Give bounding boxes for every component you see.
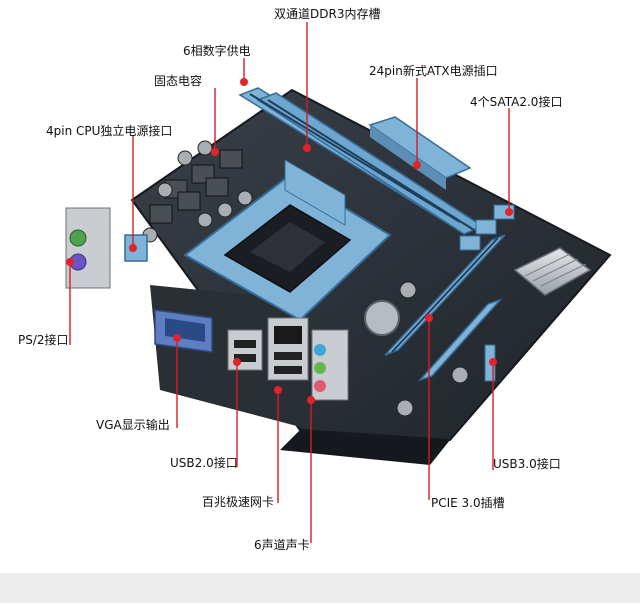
- bottom-strip: [0, 573, 640, 603]
- rear-io-stack: [227, 317, 349, 401]
- vrm-area: [142, 140, 253, 243]
- label-capacitor: 固态电容: [154, 74, 203, 88]
- ddr3-slots: [238, 87, 484, 235]
- ps2-port: [65, 207, 111, 289]
- label-lan: 百兆极速网卡: [202, 495, 275, 509]
- label-phase: 6相数字供电: [183, 44, 251, 58]
- label-audio: 6声道声卡: [254, 538, 310, 552]
- cmos-battery: [364, 300, 400, 336]
- label-usb2: USB2.0接口: [170, 456, 238, 470]
- label-ddr3: 双通道DDR3内存槽: [274, 7, 381, 21]
- label-pcie: PCIE 3.0插槽: [431, 496, 505, 510]
- cpu-socket-assembly: [183, 159, 392, 322]
- markers: [66, 78, 513, 404]
- label-atx24: 24pin新式ATX电源插口: [369, 64, 498, 78]
- pcie-slot: [384, 234, 506, 356]
- atx-24pin-connector: [368, 116, 472, 190]
- leader-lines: [69, 22, 510, 543]
- label-ps2: PS/2接口: [18, 333, 69, 347]
- pcb-lower-edge: [280, 430, 450, 465]
- label-cpu4pin: 4pin CPU独立电源接口: [46, 124, 173, 138]
- label-sata: 4个SATA2.0接口: [470, 95, 563, 109]
- vga-port: [154, 309, 213, 353]
- sata-ports: [459, 204, 515, 251]
- label-vga: VGA显示输出: [96, 418, 170, 432]
- chipset-heatsink: [513, 247, 592, 296]
- label-usb3: USB3.0接口: [493, 457, 561, 471]
